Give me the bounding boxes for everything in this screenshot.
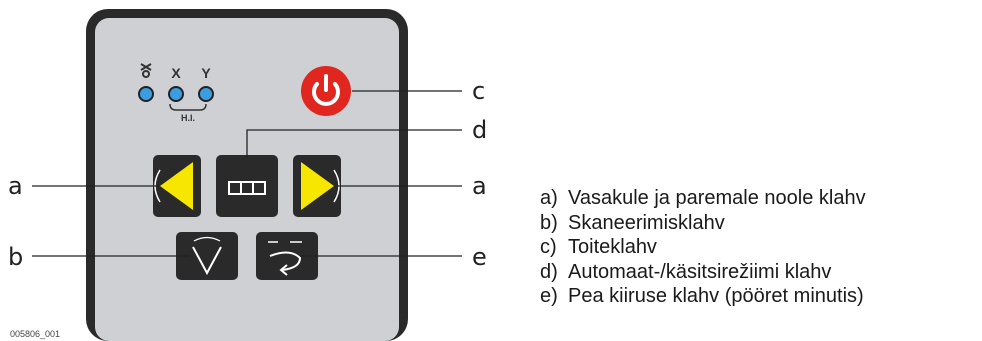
rotation-speed-icon — [268, 241, 302, 276]
scan-button[interactable] — [176, 232, 238, 280]
legend-key: c) — [540, 236, 557, 258]
tilt-x-icon — [140, 63, 152, 78]
legend-item-e: e) Pea kiiruse klahv (pööret minutis) — [540, 284, 980, 309]
legend-key: b) — [540, 211, 558, 234]
legend-key: e) — [540, 285, 558, 307]
legend-item-d: d) Automaat-/käsitsirežiimi klahv — [540, 260, 980, 285]
led-y — [198, 86, 214, 102]
legend-text: Pea kiiruse klahv (pööret minutis) — [568, 285, 864, 307]
led-group-label: H.I. — [181, 113, 195, 123]
legend: a) Vasakule ja paremale noole klahv b) Ska… — [540, 186, 980, 309]
legend-key: d) — [540, 260, 558, 283]
legend-text: Automaat-/käsitsirežiimi klahv — [568, 260, 832, 283]
led-label-y: Y — [201, 65, 211, 81]
callout-d: d — [472, 116, 487, 144]
legend-key: a) — [540, 187, 558, 209]
legend-item-b: b) Skaneerimisklahv — [540, 211, 980, 236]
callout-a-right: a — [472, 172, 487, 200]
led-x — [168, 86, 184, 102]
callout-e: e — [472, 243, 487, 271]
arrow-right-icon — [301, 162, 334, 210]
figure-id: 005806_001 — [10, 329, 60, 339]
legend-text: Vasakule ja paremale noole klahv — [568, 187, 866, 209]
callout-line-d — [246, 129, 462, 158]
auto-manual-mode-button[interactable] — [216, 155, 278, 217]
arrow-left-icon — [160, 162, 193, 210]
legend-text: Skaneerimisklahv — [568, 211, 725, 234]
rotation-speed-button[interactable] — [256, 232, 318, 280]
legend-item-a: a) Vasakule ja paremale noole klahv — [540, 186, 980, 211]
callout-b: b — [8, 243, 23, 271]
legend-text: Toiteklahv — [568, 236, 657, 258]
left-arrow-button[interactable] — [153, 155, 201, 217]
right-arrow-button[interactable] — [293, 155, 341, 217]
power-button[interactable] — [301, 66, 351, 116]
callout-c: c — [472, 77, 485, 105]
led-tilt — [138, 86, 154, 102]
callout-a-left: a — [8, 172, 23, 200]
legend-item-c: c) Toiteklahv — [540, 235, 980, 260]
led-label-x: X — [171, 65, 181, 81]
led-group-bracket — [169, 103, 207, 111]
scan-icon — [192, 236, 222, 276]
power-icon — [312, 74, 340, 106]
level-icon — [228, 181, 266, 195]
